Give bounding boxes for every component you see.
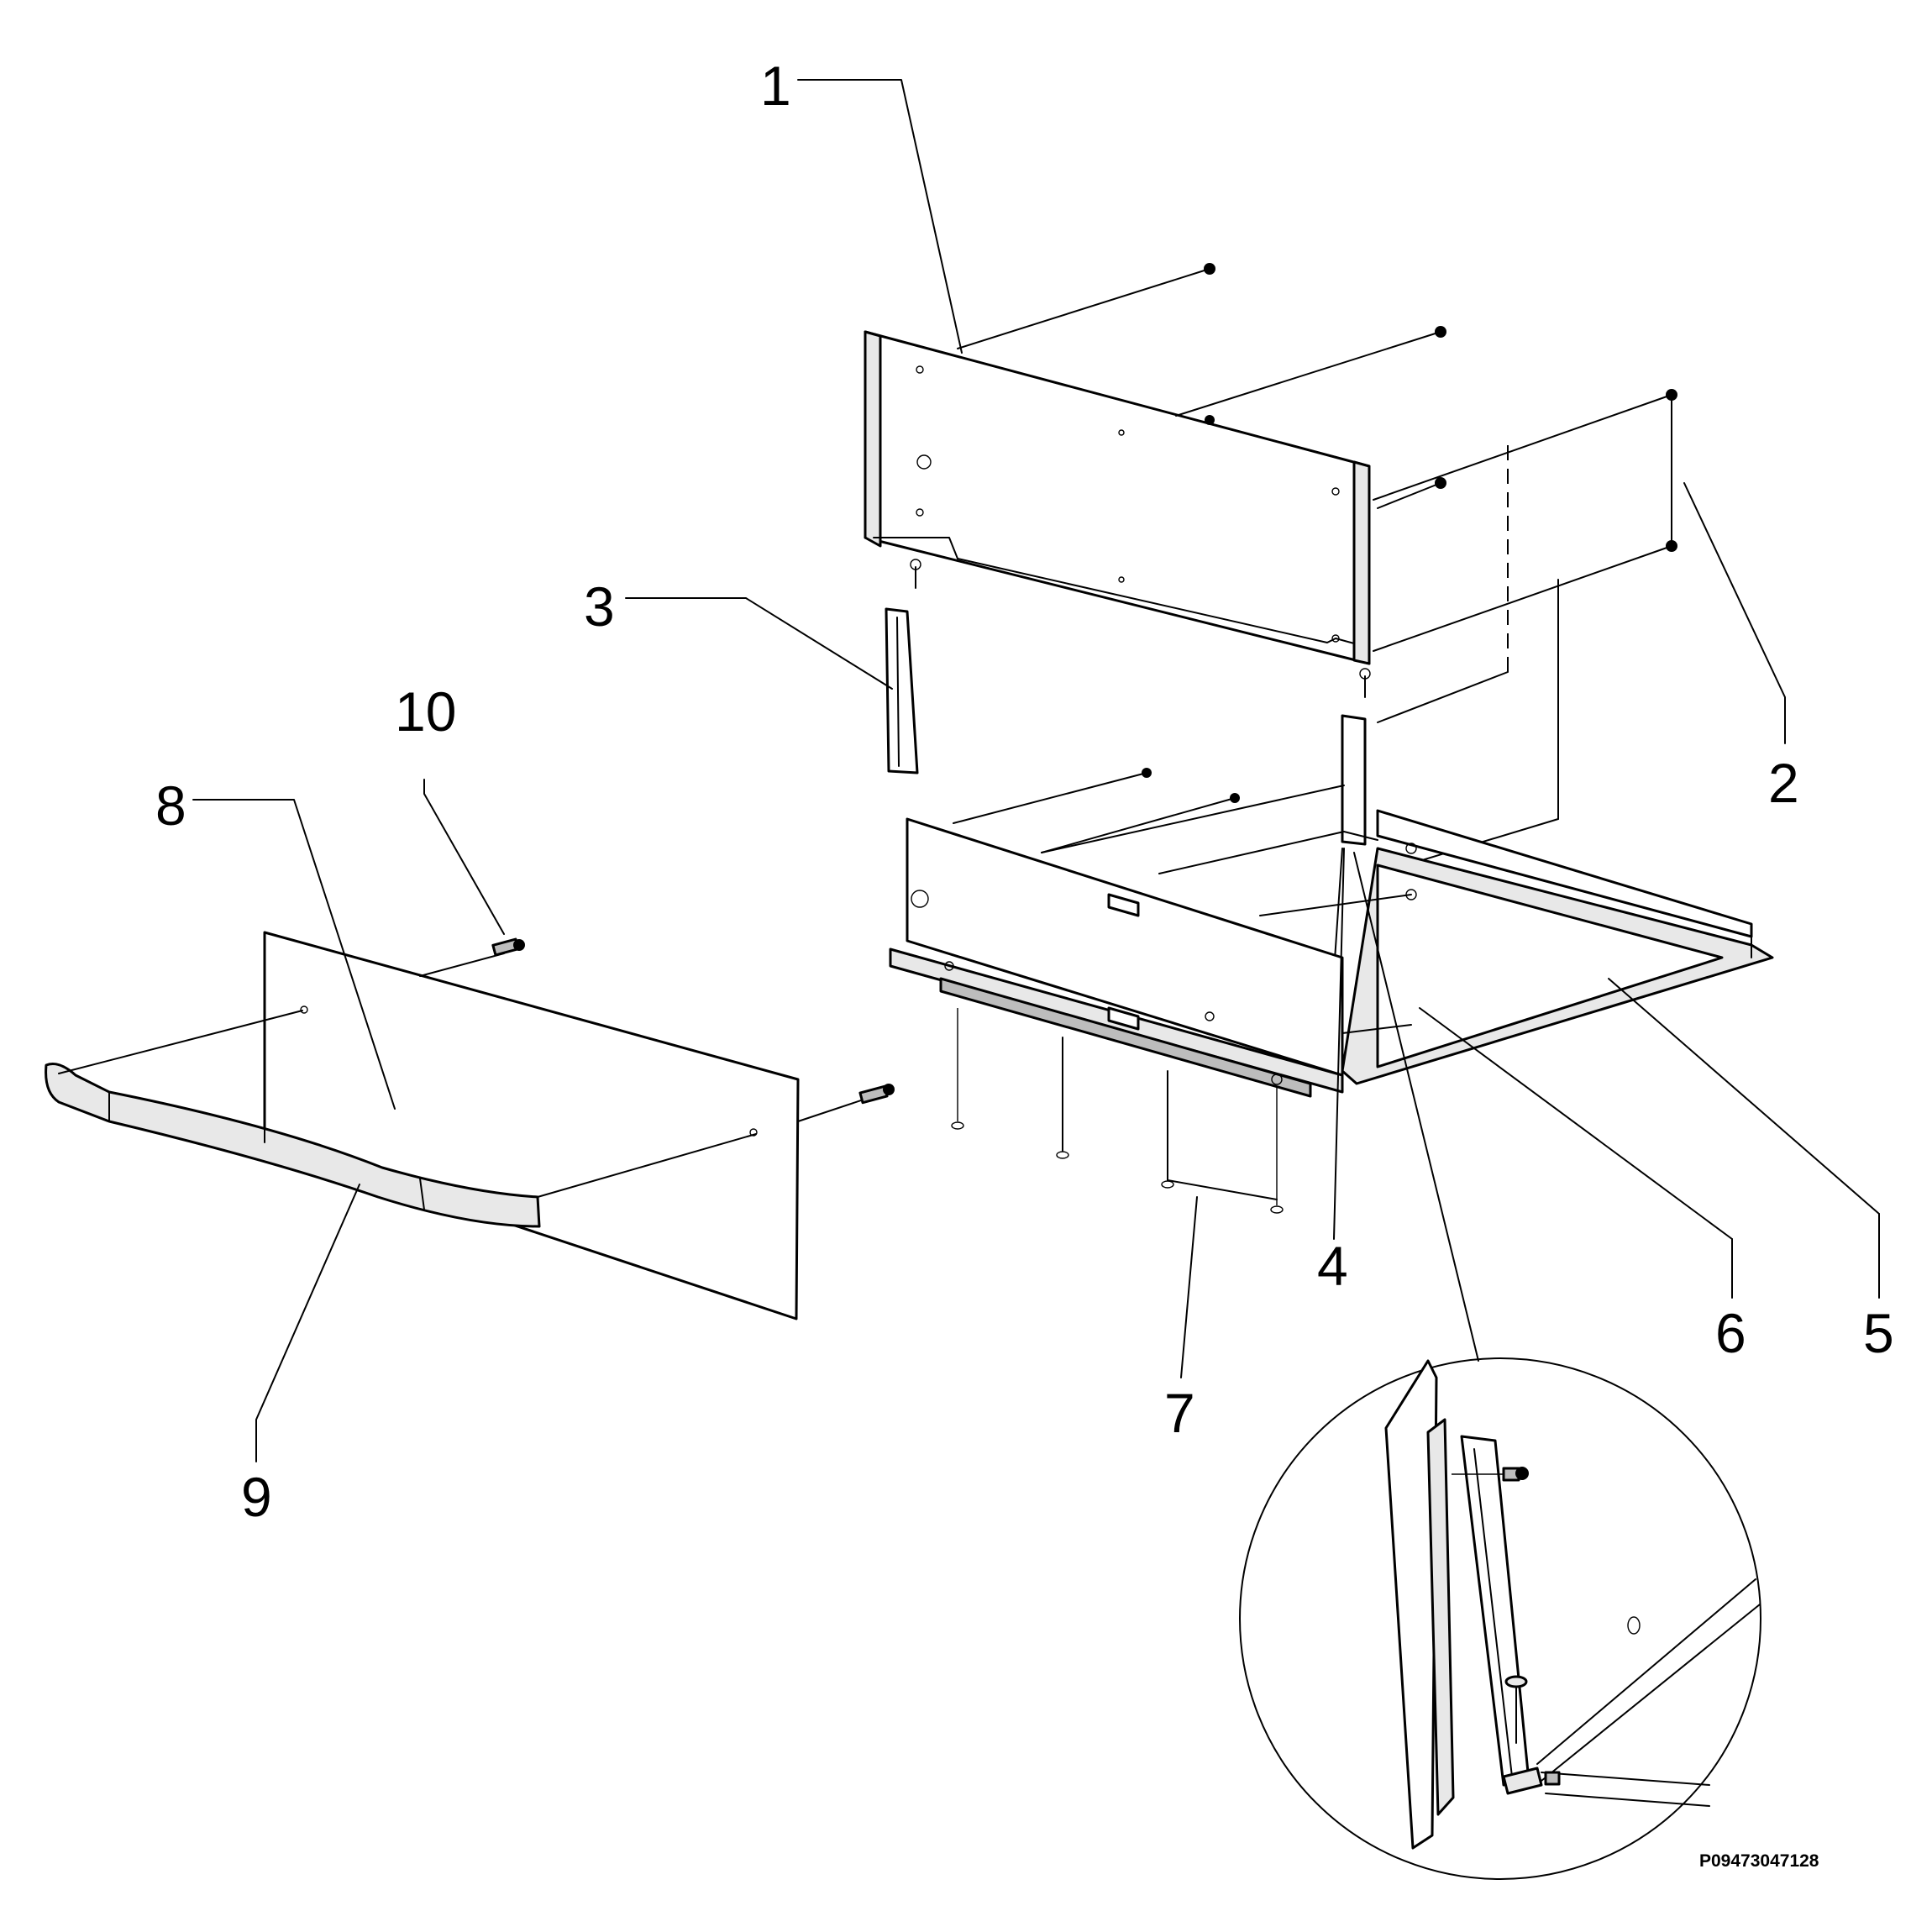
- detail-view: [1239, 852, 1761, 1880]
- frame-screws: [951, 768, 1284, 1214]
- callout-8: 8: [155, 774, 186, 837]
- handle-part: [45, 1010, 757, 1228]
- left-bracket-part: [885, 607, 919, 774]
- rear-panel-screws: [910, 263, 1677, 698]
- callout-labels: 1 2 3 4 5 6 7 8 9 10: [155, 55, 1894, 1528]
- callout-3: 3: [584, 575, 615, 638]
- front-panel-part: [263, 931, 800, 1320]
- callout-2: 2: [1768, 752, 1799, 814]
- drawing-code: P09473047128: [1699, 1851, 1819, 1871]
- callout-6: 6: [1715, 1302, 1746, 1364]
- base-tray-part: [1341, 809, 1774, 1085]
- callout-1: 1: [760, 55, 791, 117]
- rear-panel-part: [864, 330, 1371, 665]
- callout-7: 7: [1164, 1382, 1195, 1444]
- callout-9: 9: [241, 1466, 272, 1528]
- front-panel-screws: [419, 937, 895, 1122]
- front-frame-part: [889, 785, 1412, 1098]
- callout-4: 4: [1317, 1235, 1348, 1297]
- callout-10: 10: [395, 680, 456, 743]
- leader-lines: [192, 79, 1880, 1462]
- callout-5: 5: [1863, 1302, 1894, 1364]
